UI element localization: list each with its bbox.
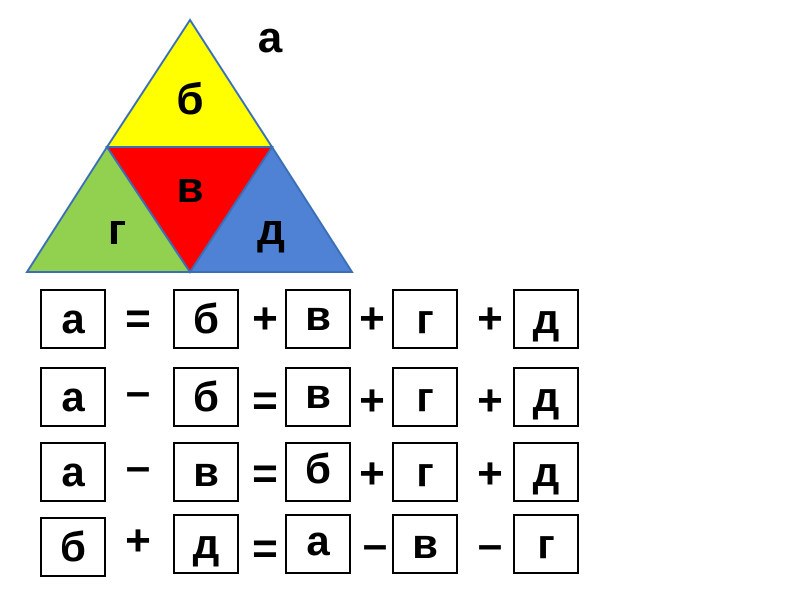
eq1-term1: а [40, 289, 106, 349]
eq1-op2: + [252, 294, 278, 343]
eq2-op2: = [252, 376, 278, 425]
eq1-op1: = [125, 294, 151, 343]
eq1-op4: + [477, 294, 503, 343]
center-section-label: в [176, 163, 203, 212]
eq4-term3: а [285, 514, 351, 574]
eq3-term5: д [513, 442, 579, 502]
eq4-term5: г [513, 514, 579, 574]
eq3-term3: б [285, 442, 351, 502]
eq3-term4: г [392, 442, 458, 502]
eq3-term1: а [40, 442, 106, 502]
eq2-term3: в [285, 367, 351, 427]
eq3-op3: + [359, 449, 385, 498]
eq4-term4: в [392, 514, 458, 574]
eq1-term3: в [285, 289, 351, 349]
eq4-term1: б [40, 517, 106, 577]
right-section-label: д [257, 205, 285, 254]
eq1-op3: + [359, 294, 385, 343]
eq2-op3: + [359, 376, 385, 425]
eq2-op1: – [125, 367, 151, 416]
triangle-center-red [105, 146, 274, 274]
eq3-op1: – [125, 442, 151, 491]
eq3-op4: + [477, 449, 503, 498]
eq2-term2: б [173, 367, 239, 427]
triangle-diagram: а б в г д [25, 13, 354, 274]
top-section-label: б [176, 75, 203, 124]
eq2-term1: а [40, 367, 106, 427]
eq4-op2: = [252, 524, 278, 573]
eq1-term4: г [392, 289, 458, 349]
outer-label: а [258, 13, 283, 62]
eq4-op3: – [362, 520, 388, 569]
eq3-op2: = [252, 449, 278, 498]
left-section-label: г [108, 205, 126, 254]
eq4-op4: – [477, 520, 503, 569]
eq2-op4: + [477, 376, 503, 425]
eq1-term2: б [173, 289, 239, 349]
eq3-term2: в [173, 442, 239, 502]
eq1-term5: д [513, 289, 579, 349]
eq4-term2: д [173, 514, 239, 574]
eq2-term4: г [392, 367, 458, 427]
eq2-term5: д [513, 367, 579, 427]
eq4-op1: + [125, 516, 151, 565]
